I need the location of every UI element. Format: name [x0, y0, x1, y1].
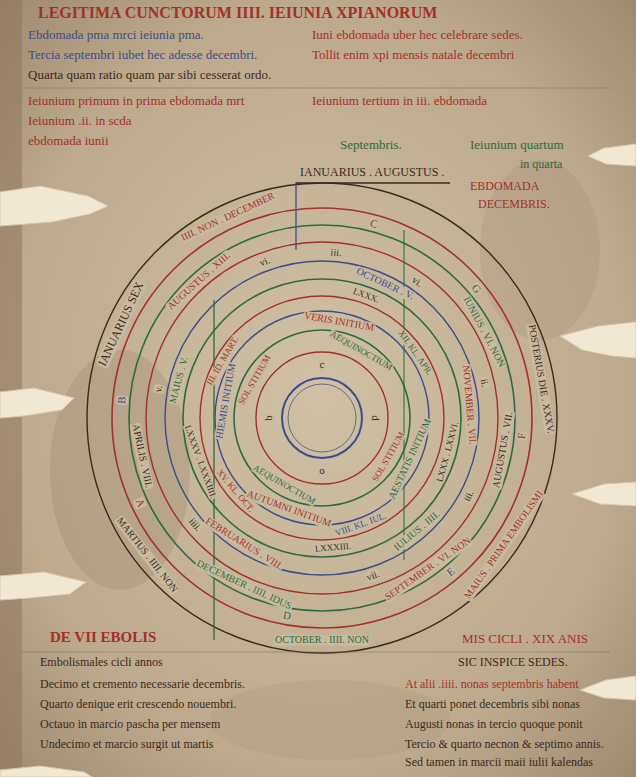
- ring-text: v.: [153, 384, 165, 395]
- manuscript-line: Augusti nonas in tercio quoque ponit: [405, 718, 583, 731]
- ring-text: G: [468, 281, 483, 296]
- ring-text: LXXXIII.: [314, 541, 353, 554]
- ring-text: IULIUS . IIII.: [391, 509, 442, 554]
- ring-text: b: [263, 414, 275, 422]
- ruling-lines: [22, 88, 610, 652]
- ring-text: IIII. NON . DECEMBER: [179, 190, 278, 243]
- manuscript-line: EBDOMADA: [470, 180, 539, 193]
- ring-text: vi.: [258, 255, 273, 269]
- ring-text: AUGUSTUS . XIII.: [165, 250, 233, 313]
- ring-text: iii.: [461, 488, 476, 504]
- manuscript-line: Sed tamen in marcii maii iulii kalendas: [405, 756, 593, 769]
- ring-text: iiii.: [186, 515, 204, 534]
- manuscript-line: Et quarti ponet decembris sibi nonas: [405, 698, 580, 711]
- ring-text: E: [444, 565, 458, 579]
- ring-text: LXXX . LXXVI.: [435, 420, 461, 484]
- ring-text: NOVEMBER . VII.: [461, 364, 479, 446]
- torn-edges: [0, 144, 636, 777]
- binding-edge: [0, 0, 22, 777]
- manuscript-line: Ieiunium primum in prima ebdomada mrt: [28, 94, 244, 108]
- manuscript-line: At alii .iiii. nonas septembris habent: [405, 678, 579, 691]
- ring-text: LXXXV . LXXXIIII.: [182, 424, 218, 502]
- ring-text: d: [369, 414, 381, 422]
- manuscript-line: Ieiunium .ii. in scda: [28, 114, 132, 128]
- manuscript-line: Tercio & quarto necnon & septimo annis.: [405, 738, 604, 751]
- ring-text: IUNIUS . VI. NON: [461, 294, 508, 370]
- manuscript-line: SIC INSPICE SEDES.: [458, 656, 568, 669]
- ring-text: B: [116, 395, 128, 405]
- ring-text: MAIUS . PRIMA EMBOLISMI: [462, 488, 546, 602]
- ring-text: C: [368, 217, 380, 231]
- ring-text: AESTATIS INITIUM: [386, 416, 433, 501]
- ring-text: A: [132, 496, 147, 510]
- ring-text: APRILIS . VIII.: [130, 422, 154, 490]
- manuscript-line: Ebdomada pma mrci ieiunia pma.: [28, 28, 204, 42]
- manuscript-line: Iuni ebdomada uber hec celebrare sedes.: [312, 28, 523, 42]
- manuscript-line: Tercia septembri iubet hec adesse decemb…: [28, 48, 257, 62]
- ring-text: c: [319, 359, 326, 371]
- manuscript-line: Septembris.: [340, 138, 402, 152]
- manuscript-line: DE VII EBOLIS: [50, 630, 156, 646]
- manuscript-line: IANUARIUS . AUGUSTUS .: [300, 166, 444, 179]
- manuscript-line: Quarta quam ratio quam par sibi cesserat…: [28, 68, 271, 82]
- manuscript-line: DECEMBRIS.: [478, 198, 550, 211]
- ring-text: MARTIUS . IIII. NON: [114, 514, 180, 594]
- ring-text: SOL STITIUM: [237, 352, 274, 406]
- ring-text: AUTUMNI INITIUM: [244, 489, 333, 530]
- ring-text: AUGUSTUS . VII.: [491, 410, 515, 490]
- manuscript-line: Decimo et cremento necessarie decembris.: [40, 678, 245, 691]
- ring-text: LXXX.: [351, 286, 382, 305]
- manuscript-line: in quarta: [520, 158, 562, 171]
- manuscript-line: Tollit enim xpi mensis natale decembri: [312, 48, 514, 62]
- ring-text: OCTOBER . IIII. NON: [274, 635, 370, 646]
- ring-text: ii.: [478, 377, 490, 389]
- manuscript-line: ebdomada iunii: [28, 134, 109, 148]
- manuscript-line: Ieiunium quartum: [470, 138, 564, 152]
- concentric-rings: [87, 183, 557, 653]
- ring-text: FEBRUARIUS . VIII.: [202, 515, 285, 572]
- manuscript-line: Undecimo et marcio surgit ut martis: [40, 738, 213, 751]
- ring-text: POSTERIUS DIE . XXXV.: [526, 323, 556, 435]
- ring-text: iii.: [330, 247, 344, 259]
- ring-text: XII. KL. APR.: [396, 327, 435, 377]
- ring-text: AEQUINOCTIUM: [327, 329, 394, 373]
- ring-text: IANUARIUS SEX: [95, 279, 146, 369]
- manuscript-line: Quarto denique erit crescendo nouembri.: [40, 698, 236, 711]
- ring-text: vi.: [409, 274, 425, 290]
- ring-text: vii.: [364, 569, 382, 584]
- heading-text: LEGITIMA CUNCTORUM IIII. IEIUNIA XPIANOR…: [38, 5, 437, 22]
- manuscript-line: Embolismales cicli annos: [40, 656, 163, 669]
- ring-text: VIII. KL. IUL.: [333, 511, 389, 539]
- ring-text: MAIUS . V.: [167, 354, 190, 405]
- manuscript-line: Ieiunium tertium in iii. ebdomada: [312, 94, 487, 108]
- manuscript-line: MIS CICLI . XIX ANIS: [462, 632, 588, 646]
- ring-text: F: [516, 431, 528, 440]
- ring-text: VERIS INITIUM: [302, 311, 376, 334]
- ring-text: o: [318, 465, 326, 477]
- manuscript-line: Octauo in marcio pascha per mensem: [40, 718, 220, 731]
